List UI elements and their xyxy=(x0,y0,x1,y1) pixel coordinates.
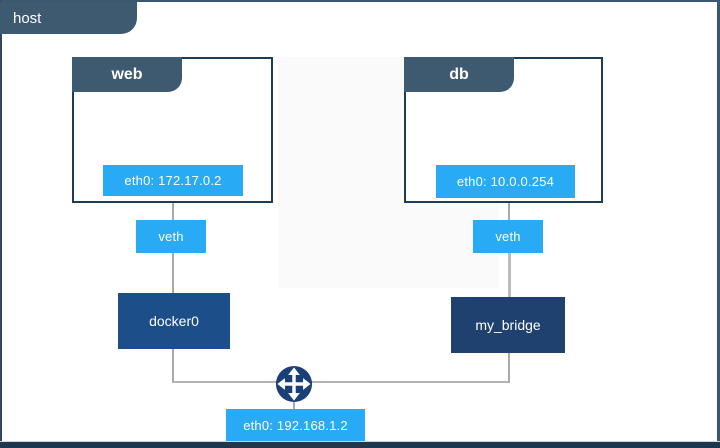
docker0-label: docker0 xyxy=(149,313,199,329)
host-tab: host xyxy=(0,2,137,34)
container-tab-db: db xyxy=(404,57,514,92)
host-eth0-badge: eth0: 192.168.1.2 xyxy=(226,409,365,441)
veth-web-label: veth xyxy=(158,229,184,244)
connector-veth-to-docker0 xyxy=(172,253,174,293)
connector-web-to-veth xyxy=(172,203,174,220)
container-web-label: web xyxy=(111,65,143,83)
connector-mybridge-down xyxy=(508,353,510,383)
router-icon xyxy=(275,365,313,403)
veth-db-label: veth xyxy=(495,229,521,244)
veth-badge-web: veth xyxy=(136,220,206,253)
bridge-node-my-bridge: my_bridge xyxy=(451,297,565,353)
host-bottom-border xyxy=(0,441,720,448)
connector-router-to-hosteth xyxy=(293,398,295,410)
host-eth0-label: eth0: 192.168.1.2 xyxy=(243,417,348,433)
bridge-node-docker0: docker0 xyxy=(118,293,230,349)
my-bridge-label: my_bridge xyxy=(475,317,541,333)
veth-badge-db: veth xyxy=(473,220,543,253)
web-eth0-badge: eth0: 172.17.0.2 xyxy=(103,165,243,196)
connector-horizontal-bus xyxy=(172,381,510,383)
connector-veth-to-mybridge xyxy=(508,253,511,297)
container-tab-web: web xyxy=(72,57,182,92)
connector-db-to-veth xyxy=(508,203,510,220)
db-eth0-badge: eth0: 10.0.0.254 xyxy=(436,165,575,198)
connector-docker0-down xyxy=(172,349,174,382)
db-eth0-label: eth0: 10.0.0.254 xyxy=(456,174,555,189)
host-label: host xyxy=(13,9,42,27)
web-eth0-label: eth0: 172.17.0.2 xyxy=(124,173,222,188)
container-db-label: db xyxy=(449,65,469,83)
